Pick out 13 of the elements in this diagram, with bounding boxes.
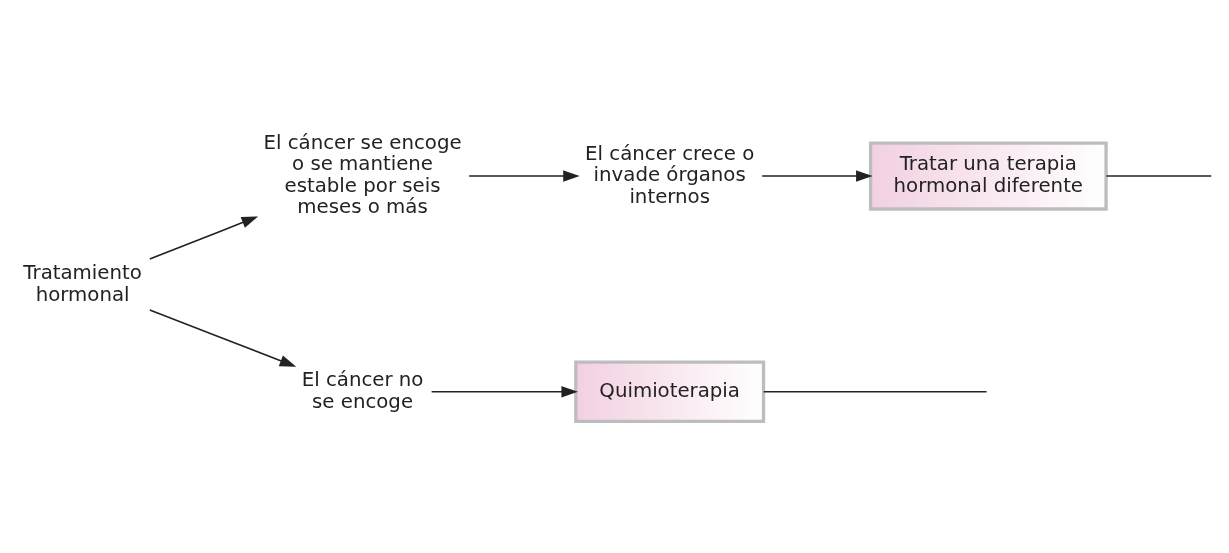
connector (1105, 175, 1213, 177)
arrow (430, 386, 578, 398)
node-box: Tratar una terapia hormonal diferente (868, 141, 1108, 211)
arrow (149, 216, 259, 260)
arrow (761, 170, 873, 182)
node-text: El cáncer no se encoge (301, 368, 424, 413)
connector (762, 390, 988, 393)
node-text: El cáncer se encoge o se mantiene estable por seis meses o más (263, 131, 462, 219)
arrow (149, 309, 297, 367)
node-box: Quimioterapia (574, 360, 766, 424)
arrow (468, 170, 580, 182)
node-text: Tratamiento hormonal (23, 261, 142, 306)
node-text: El cáncer crece o invade órganos internos (585, 141, 755, 208)
